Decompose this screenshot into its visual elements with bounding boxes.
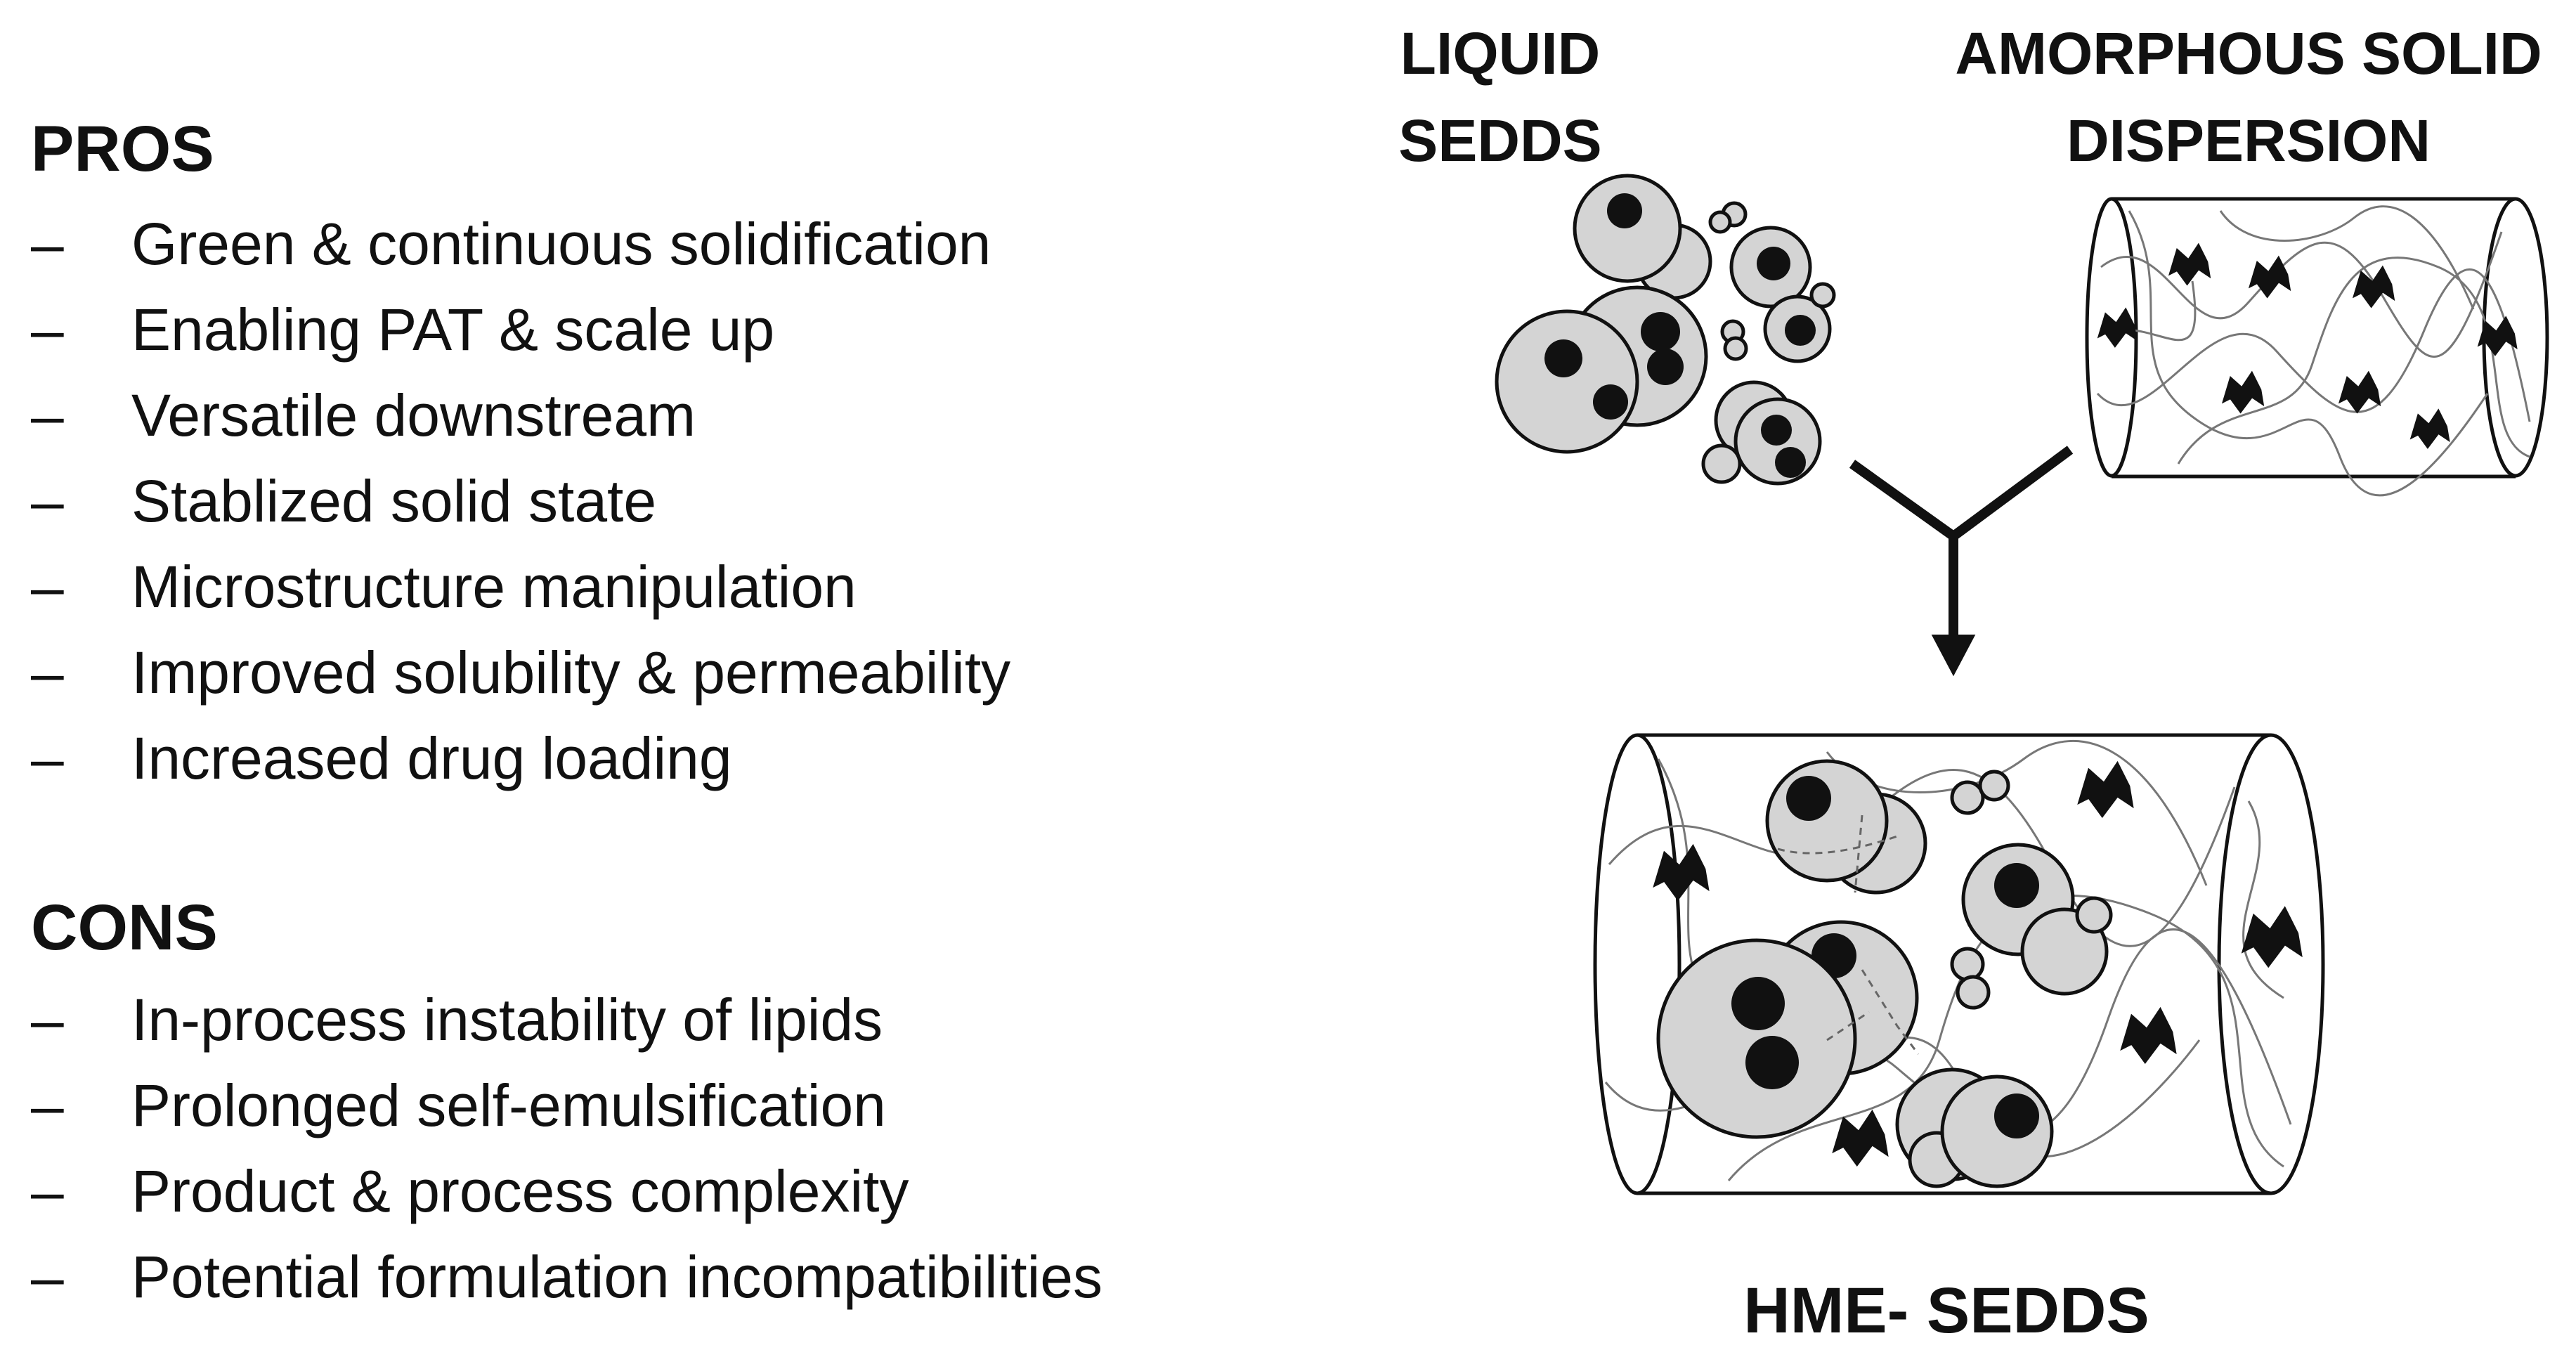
oil-core (1544, 339, 1582, 377)
oil-core (1994, 1093, 2039, 1138)
pros-item: Green & continuous solidification (131, 211, 991, 277)
pros-item: Versatile downstream (131, 382, 696, 448)
droplet (1656, 938, 1857, 1139)
asd-cylinder (2085, 197, 2549, 479)
oil-core (1994, 863, 2039, 908)
oil-core (1775, 447, 1806, 478)
droplet (1495, 309, 1639, 454)
oil-core (1647, 349, 1684, 385)
oil-core (1607, 193, 1642, 228)
cons-item: Potential formulation incompatibilities (131, 1244, 1103, 1310)
oil-core (1761, 415, 1792, 446)
dash-bullet: – (31, 640, 64, 706)
label-line: DISPERSION (2066, 108, 2431, 174)
oil-core (1731, 977, 1785, 1030)
pros-item: Improved solubility & permeability (131, 640, 1011, 706)
hme-droplets (1656, 759, 2113, 1188)
oil-core (1593, 384, 1628, 420)
hme-sedds-label: HME- SEDDS (1743, 1275, 2149, 1346)
cons-item: In-process instability of lipids (131, 987, 883, 1053)
label-line: AMORPHOUS SOLID (1955, 20, 2542, 86)
droplet (1978, 770, 2010, 802)
droplet (1765, 759, 1889, 883)
droplet (2075, 896, 2113, 934)
liquid-sedds-droplets (1495, 174, 1836, 486)
amorphous-solid-dispersion-label: AMORPHOUS SOLID DISPERSION (1925, 10, 2572, 184)
pros-item: Increased drug loading (131, 725, 732, 791)
dash-bullet: – (31, 382, 64, 448)
oil-core (1786, 776, 1831, 821)
cons-heading: CONS (31, 892, 218, 963)
dash-bullet: – (31, 554, 64, 620)
oil-core (1745, 1036, 1799, 1089)
droplet (1956, 975, 1991, 1010)
dash-bullet: – (31, 725, 64, 791)
liquid-sedds-label: LIQUID SEDDS (1335, 10, 1665, 184)
pros-item: Enabling PAT & scale up (131, 297, 775, 363)
droplet (1723, 336, 1748, 361)
dash-bullet: – (31, 987, 64, 1053)
dash-bullet: – (31, 1158, 64, 1224)
dash-bullet: – (31, 1244, 64, 1310)
droplet (1701, 443, 1742, 484)
oil-core (1757, 247, 1790, 280)
dash-bullet: – (31, 297, 64, 363)
cons-item: Product & process complexity (131, 1158, 909, 1224)
label-line: LIQUID (1400, 20, 1601, 86)
polymer-chains (2096, 205, 2531, 497)
droplet (1950, 947, 1985, 982)
pros-heading: PROS (31, 113, 214, 185)
oil-core (1641, 312, 1680, 351)
dash-bullet: – (31, 1072, 64, 1138)
droplet (1708, 210, 1732, 234)
pros-item: Stablized solid state (131, 468, 657, 534)
merge-arrow (1849, 446, 2074, 677)
droplet (1950, 780, 1985, 815)
dash-bullet: – (31, 468, 64, 534)
droplet (1809, 282, 1836, 309)
droplet (1940, 1075, 2054, 1188)
cons-item: Prolonged self-emulsification (131, 1072, 886, 1138)
dash-bullet: – (31, 211, 64, 277)
droplet (1573, 174, 1682, 283)
pros-item: Microstructure manipulation (131, 554, 857, 620)
label-line: SEDDS (1398, 108, 1602, 174)
hme-droplet-dashes (1777, 814, 1920, 1055)
oil-core (1785, 315, 1816, 346)
